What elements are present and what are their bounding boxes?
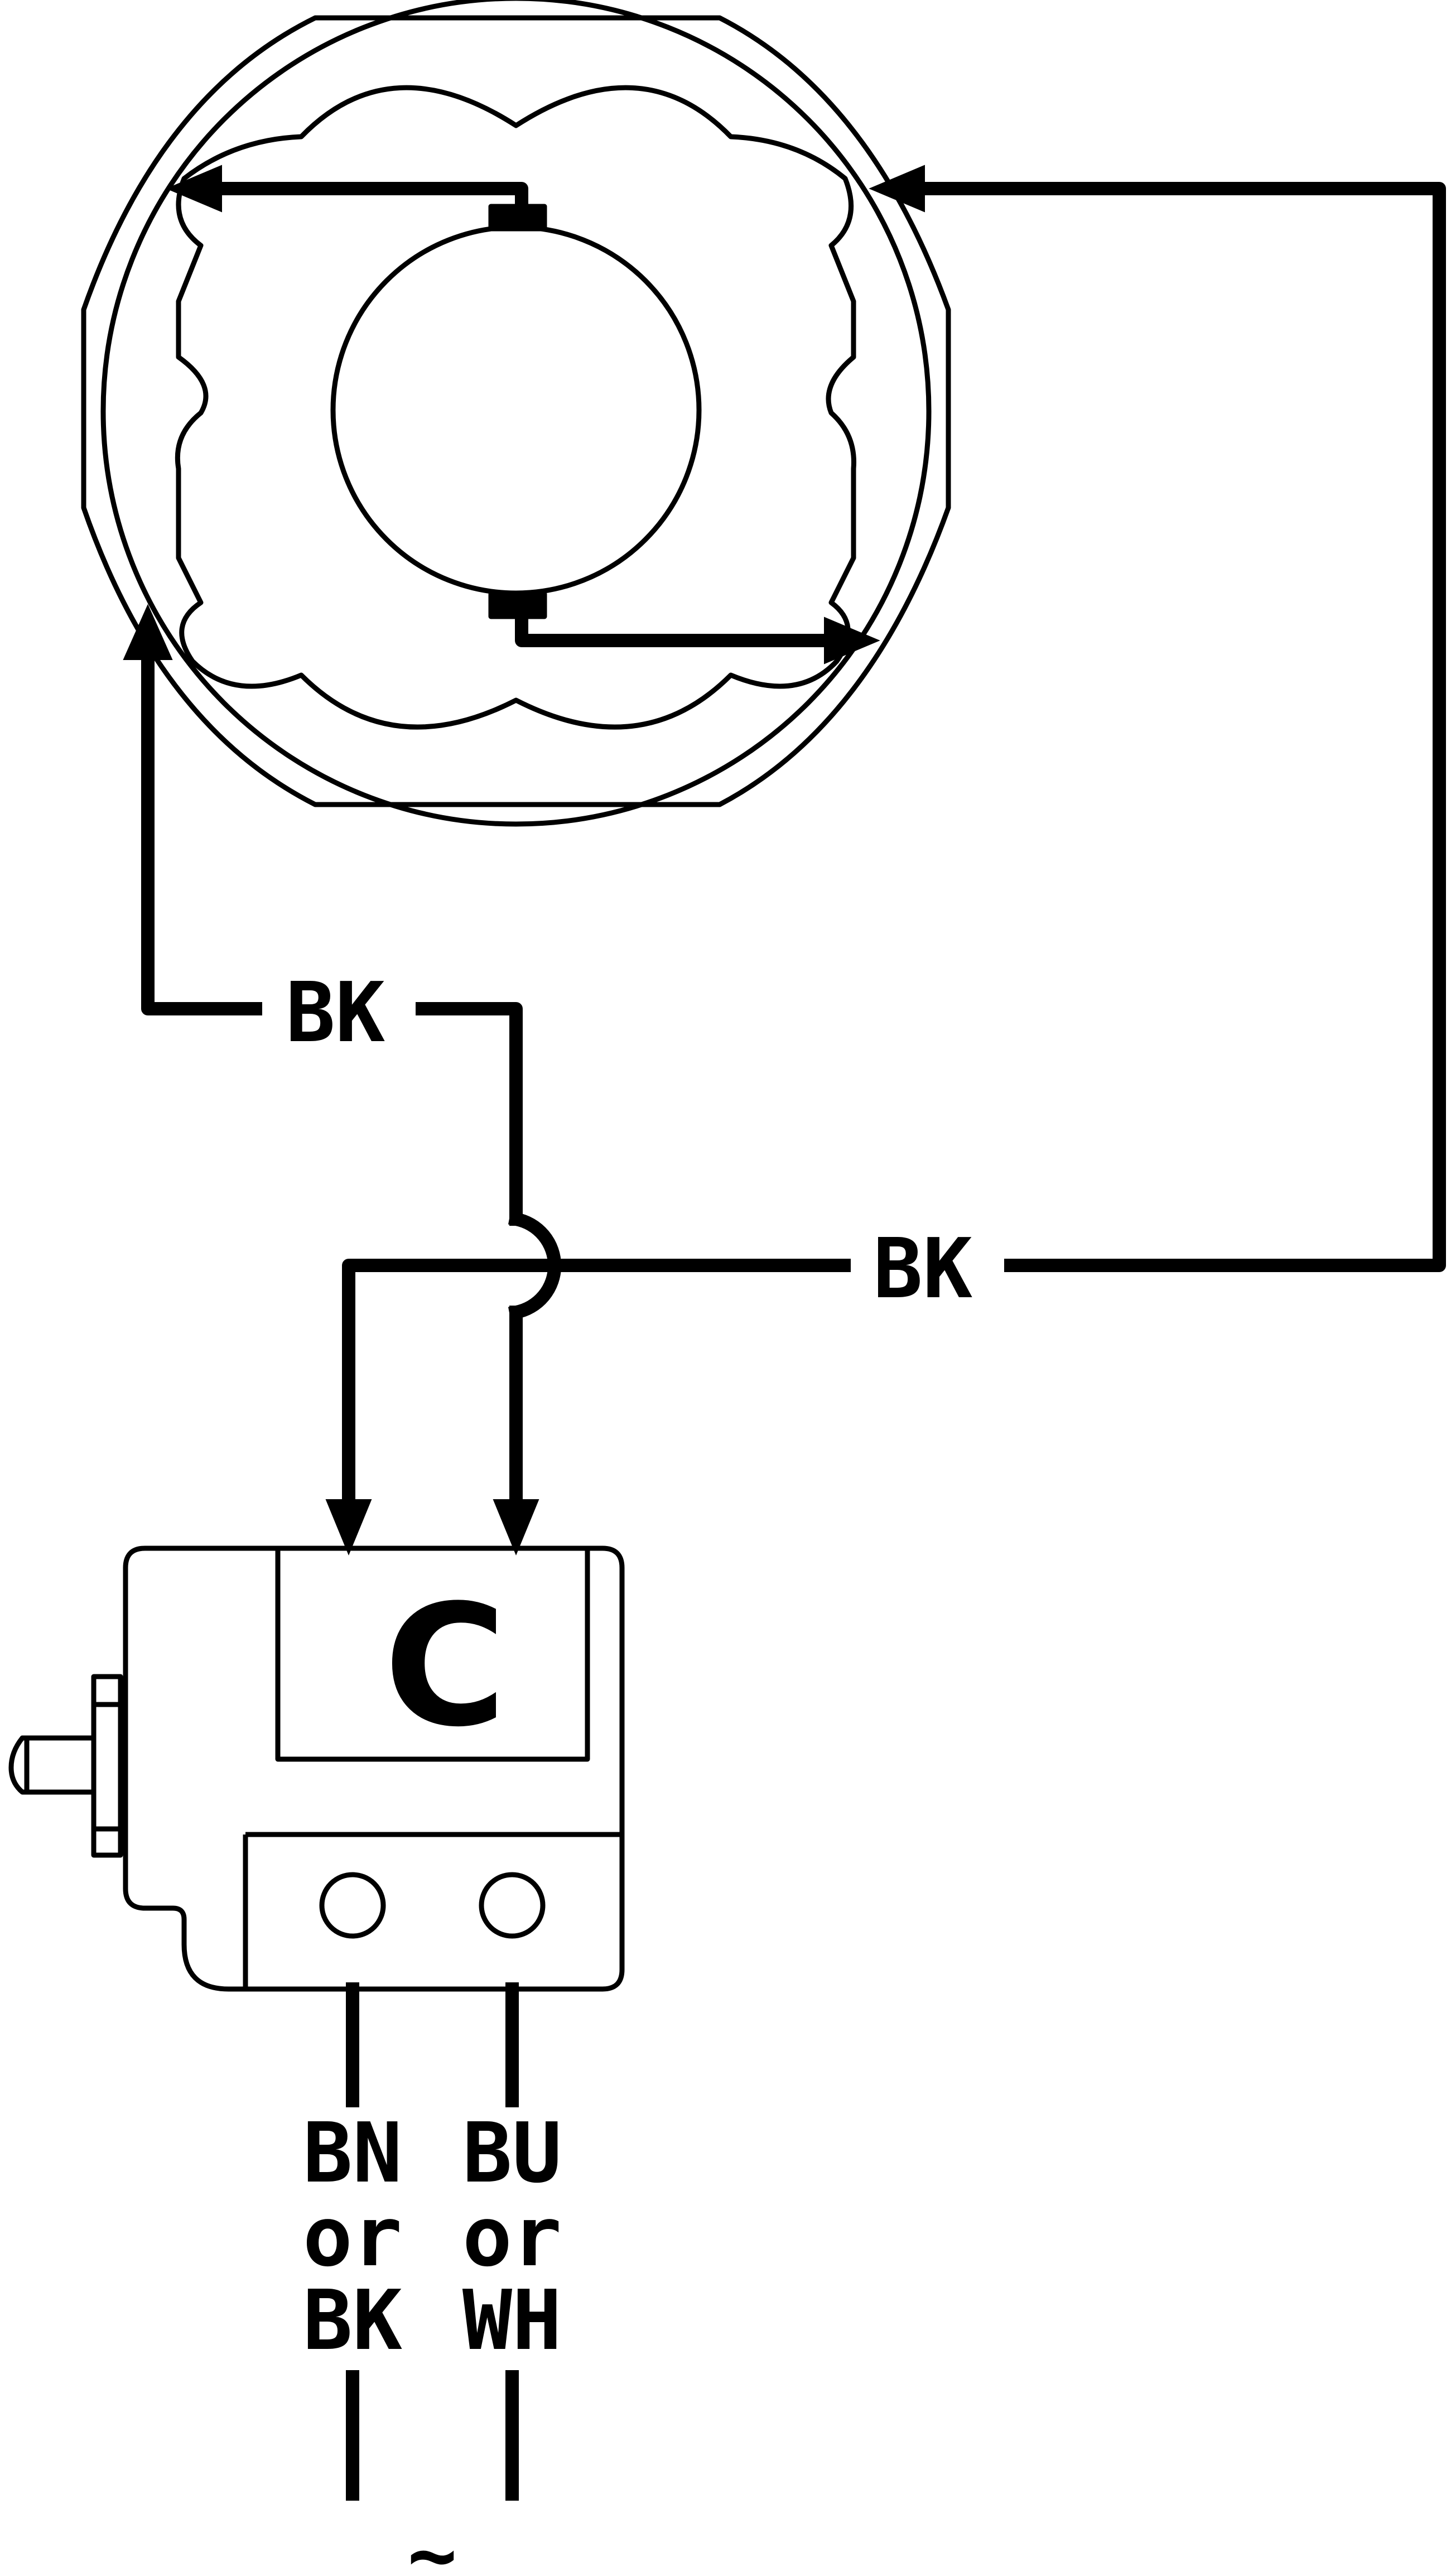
supply-right-line2: or: [462, 2189, 562, 2285]
wire-right-bk: [922, 182, 1446, 1272]
ac-symbol: ~: [407, 2507, 457, 2576]
motor: [81, 0, 951, 827]
wire-bottom-internal: [515, 610, 838, 647]
arrow-cap-left: [325, 1499, 372, 1556]
capacitor: [8, 1545, 625, 1992]
supply-right-line3: WH: [462, 2272, 562, 2368]
supply-left-line1: BN: [303, 2105, 402, 2201]
capacitor-mount-bracket: [91, 1674, 123, 1858]
motor-housing: [81, 15, 951, 807]
wire-label-right: BK: [873, 1221, 972, 1317]
arrow-left-up: [123, 604, 173, 660]
arrow-top-left: [166, 165, 222, 213]
wire-left-bk: [141, 635, 269, 1015]
motor-outer-ring: [100, 0, 932, 827]
motor-terminal-bottom: [488, 591, 547, 619]
label-mask-left: [262, 971, 416, 1049]
arrowheads: [123, 165, 925, 1556]
arrow-bottom-right: [824, 617, 880, 665]
wire-left-bk-2: [409, 1002, 523, 1226]
labels: BK BK C BN or BK BU or WH ~: [262, 965, 1004, 2576]
capacitor-terminal-right: [479, 1872, 546, 1939]
supply-left-line3: BK: [303, 2272, 402, 2368]
capacitor-label: C: [384, 1569, 507, 1764]
supply-right-line1: BU: [462, 2105, 562, 2201]
capacitor-mount-stud: [8, 1735, 94, 1795]
motor-stator: [175, 85, 856, 730]
capacitor-body: [123, 1545, 625, 1992]
motor-rotor: [330, 224, 702, 596]
wire-right-bk-2: [342, 1259, 857, 1513]
supply-left-line2: or: [303, 2189, 402, 2285]
wires: [141, 182, 1446, 2501]
capacitor-label-window: [275, 1545, 590, 1762]
capacitor-terminal-left: [319, 1872, 386, 1939]
arrow-cap-right: [493, 1499, 539, 1556]
arrow-top-right: [869, 165, 925, 213]
wire-top-internal: [211, 182, 528, 214]
wire-label-left: BK: [286, 965, 385, 1061]
label-mask-right: [851, 1227, 1004, 1306]
